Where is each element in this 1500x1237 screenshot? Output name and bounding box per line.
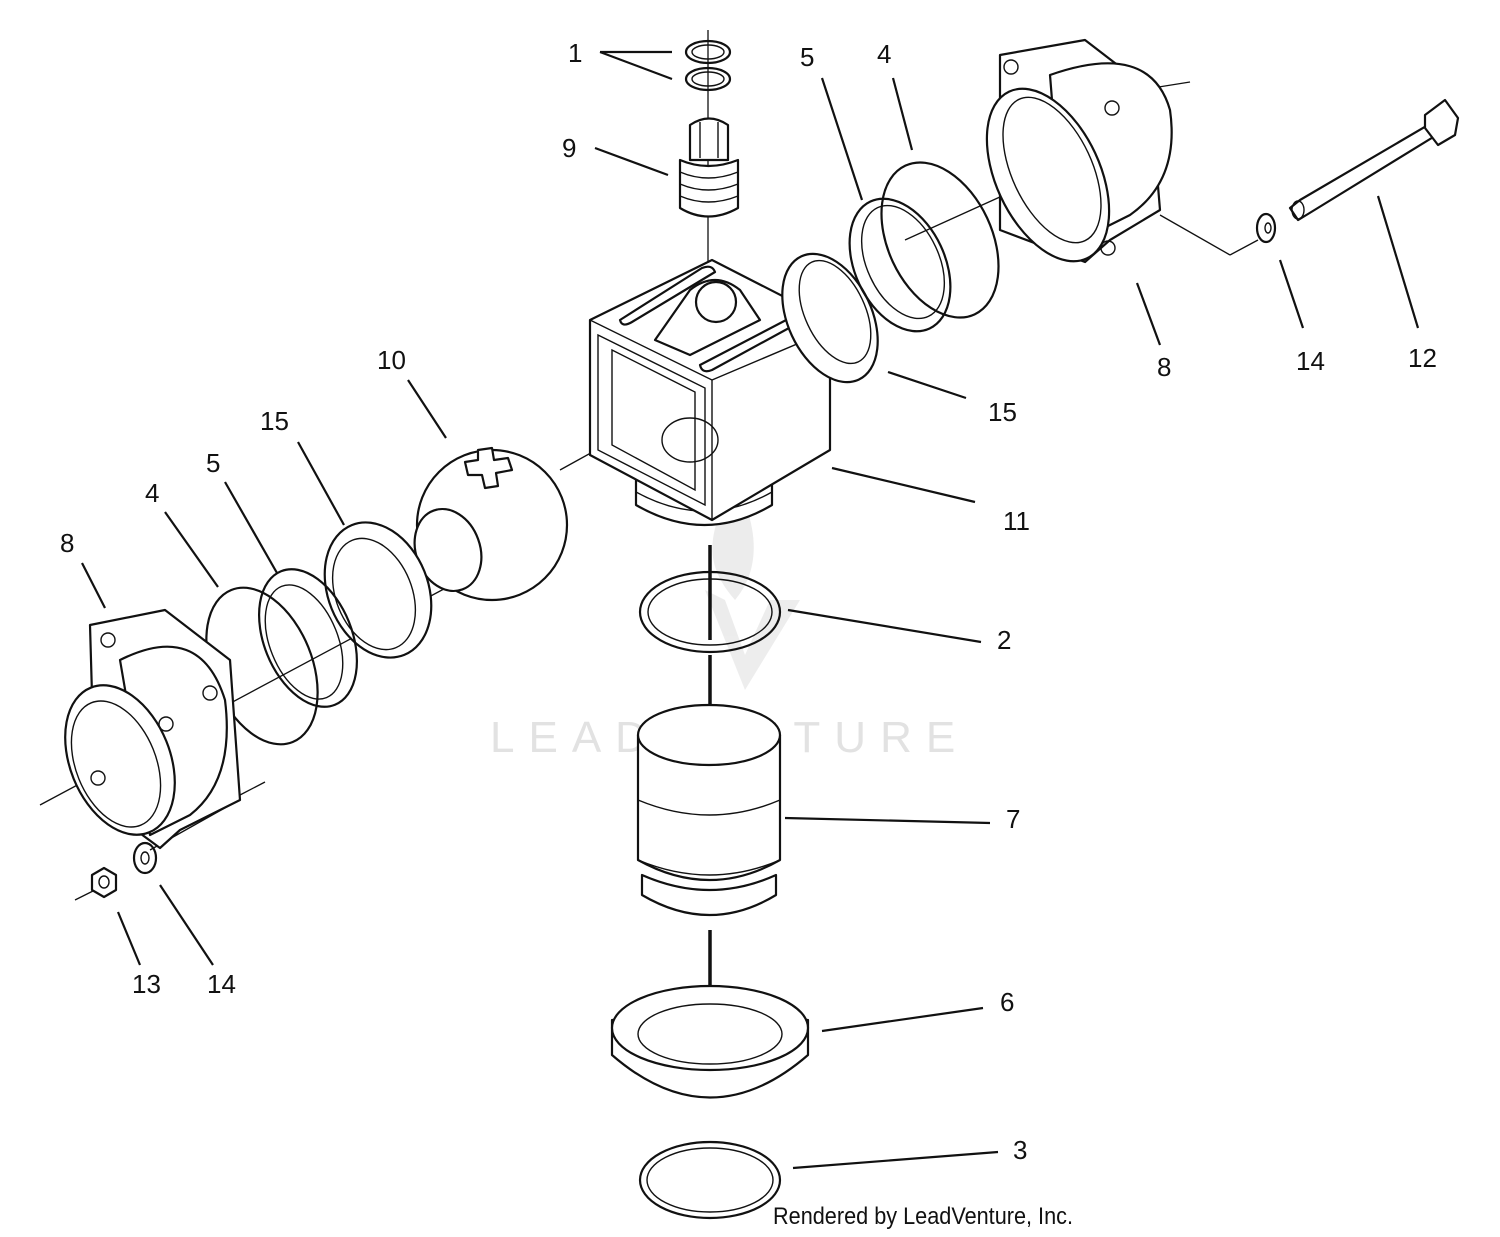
callout-6: 6	[1000, 987, 1014, 1017]
part-1-o-rings	[684, 39, 732, 92]
callout-10: 10	[377, 345, 406, 375]
callout-labels: 1 9 5 4 8 14 12 15 10 15 5 4 8 11 2 7 13…	[60, 38, 1437, 1165]
part-8-end-housing-left	[64, 608, 242, 850]
part-13-nut	[90, 866, 118, 899]
part-5-ring-right	[848, 197, 952, 333]
callout-14-right: 14	[1296, 346, 1325, 376]
part-6-retainer	[610, 984, 810, 1099]
callout-15-right: 15	[988, 397, 1017, 427]
callout-7: 7	[1006, 804, 1020, 834]
callout-1: 1	[568, 38, 582, 68]
callout-2: 2	[997, 625, 1011, 655]
part-11-valve-body	[588, 258, 832, 526]
part-5-ring-left	[257, 568, 359, 708]
callout-13: 13	[132, 969, 161, 999]
callout-4-left: 4	[145, 478, 159, 508]
callout-8-left: 8	[60, 528, 74, 558]
part-7-sleeve	[636, 703, 782, 916]
callout-5-left: 5	[206, 448, 220, 478]
part-9-valve-stem	[678, 117, 740, 218]
callout-11: 11	[1003, 506, 1030, 536]
callout-12: 12	[1408, 343, 1437, 373]
part-15-seal-right	[781, 252, 879, 384]
callout-15-left: 15	[260, 406, 289, 436]
part-14-washer-right	[1255, 212, 1277, 244]
part-10-ball	[413, 446, 569, 602]
credit-text: Rendered by LeadVenture, Inc.	[773, 1203, 1073, 1230]
callout-8-right: 8	[1157, 352, 1171, 382]
callout-3: 3	[1013, 1135, 1027, 1165]
part-14-washer-left	[132, 841, 158, 875]
part-12-bolt	[1288, 98, 1460, 222]
callout-9: 9	[562, 133, 576, 163]
part-2-o-ring	[638, 570, 782, 654]
part-3-o-ring	[638, 1140, 782, 1220]
part-8-end-housing-right	[985, 38, 1173, 264]
part-4-o-ring-right	[880, 161, 1000, 319]
callout-5-right: 5	[800, 42, 814, 72]
part-15-seal-left	[323, 521, 433, 659]
leader-lines	[81, 50, 1420, 1170]
callout-14-left: 14	[207, 969, 236, 999]
callout-4-right: 4	[877, 39, 891, 69]
